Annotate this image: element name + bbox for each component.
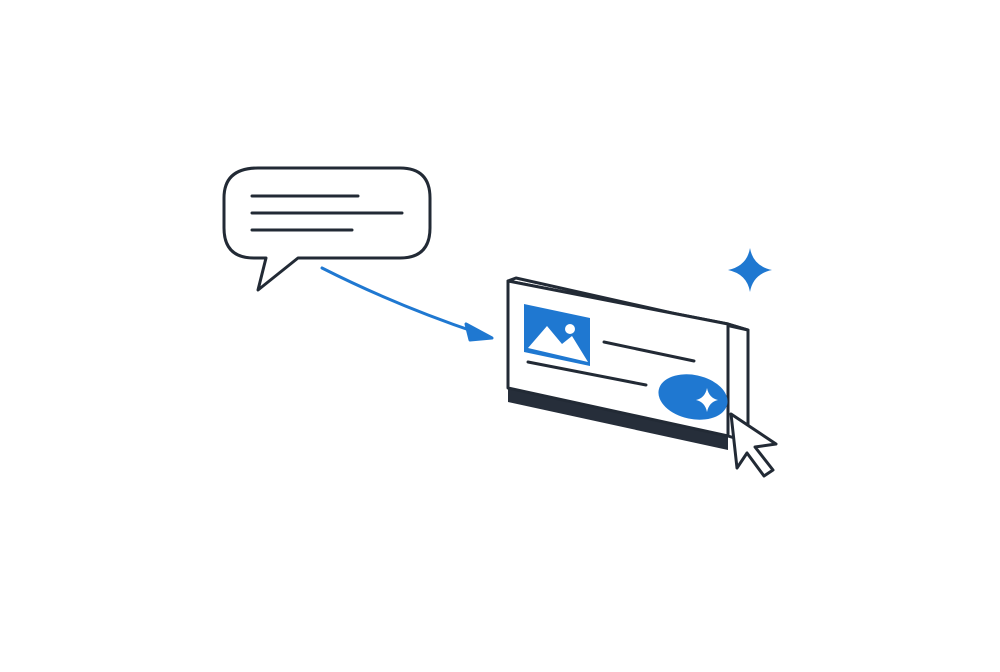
card-text-line xyxy=(526,360,648,387)
sparkle-icon xyxy=(728,248,772,292)
sparkle-button-icon[interactable] xyxy=(654,368,732,426)
speech-bubble-icon xyxy=(222,166,432,292)
image-icon xyxy=(524,304,590,366)
mouse-pointer-icon xyxy=(729,412,778,478)
curved-arrow-icon xyxy=(320,266,494,342)
card-text-line xyxy=(602,340,696,363)
ui-card-icon xyxy=(506,276,750,450)
card-bottom-edge xyxy=(508,388,728,450)
